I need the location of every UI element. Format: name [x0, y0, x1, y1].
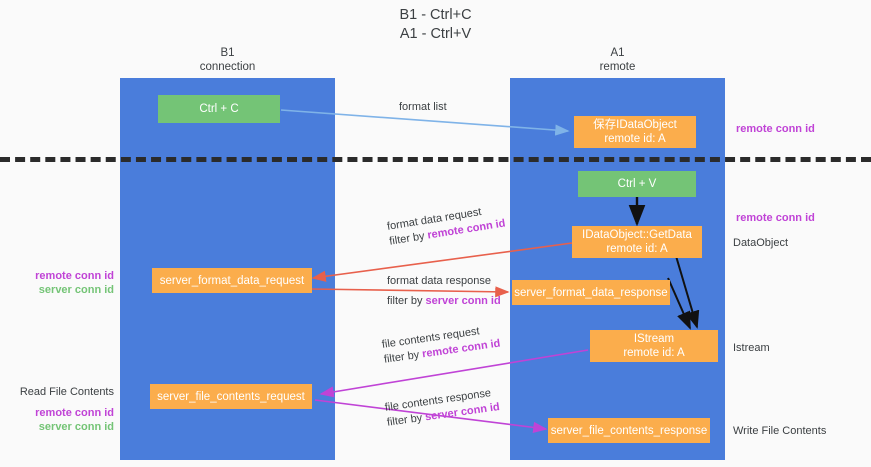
box-server-format-data-response-label: server_format_data_response	[514, 286, 668, 299]
diagram-title: B1 - Ctrl+C A1 - Ctrl+V	[0, 6, 871, 44]
box-server-format-data-request-label: server_format_data_request	[159, 274, 305, 287]
box-server-file-contents-response[interactable]: server_file_contents_response	[548, 418, 710, 443]
note-right-remote-conn-id-mid: remote conn id	[736, 211, 815, 225]
box-getdata-line1: IDataObject::GetData	[582, 229, 692, 241]
note-istream: Istream	[733, 341, 770, 355]
box-istream[interactable]: IStream remote id: A	[590, 330, 718, 362]
note-left-mid-server: server conn id	[38, 284, 114, 296]
note-write-file-contents-text: Write File Contents	[733, 425, 827, 437]
box-save-idataobject-line1: 保存IDataObject	[593, 119, 677, 131]
edge-label-file-contents-request: file contents request filter by remote c…	[381, 322, 501, 368]
box-istream-line2: remote id: A	[623, 347, 685, 359]
box-server-file-contents-request-label: server_file_contents_request	[157, 390, 305, 403]
box-save-idataobject[interactable]: 保存IDataObject remote id: A	[574, 116, 696, 148]
edge-label-fdres-line1: format data response	[387, 275, 491, 287]
box-server-format-data-request[interactable]: server_format_data_request	[152, 268, 312, 293]
lane-header-a1: A1 remote	[510, 46, 725, 74]
note-read-file-server: server conn id	[38, 421, 114, 433]
lane-a1-name: A1	[610, 47, 625, 59]
note-read-file-contents-heading: Read File Contents	[19, 386, 114, 398]
box-ctrl-c[interactable]: Ctrl + C	[158, 95, 280, 123]
box-idataobject-getdata[interactable]: IDataObject::GetData remote id: A	[572, 226, 702, 258]
box-server-file-contents-request[interactable]: server_file_contents_request	[150, 384, 312, 409]
edge-label-file-contents-response: file contents response filter by server …	[384, 385, 501, 431]
box-server-format-data-response[interactable]: server_format_data_response	[512, 280, 670, 305]
lane-header-b1: B1 connection	[120, 46, 335, 74]
lane-b1-name: B1	[220, 47, 235, 59]
note-dataobject: DataObject	[733, 236, 788, 250]
fcreq-filter-prefix: filter by	[383, 348, 424, 366]
title-line-2: A1 - Ctrl+V	[399, 26, 472, 42]
box-ctrl-v-label: Ctrl + V	[617, 178, 657, 190]
lane-b1-role: connection	[199, 61, 256, 73]
edge-label-format-list: format list	[399, 100, 447, 115]
box-getdata-line2: remote id: A	[606, 243, 668, 255]
note-right-remote-conn-id-top-text: remote conn id	[736, 123, 815, 135]
fdres-filter-key: server conn id	[425, 295, 501, 307]
note-right-remote-conn-id-mid-text: remote conn id	[736, 212, 815, 224]
edge-label-format-data-response: format data response filter by server co…	[387, 274, 501, 309]
box-istream-line1: IStream	[633, 333, 675, 345]
note-left-conn-ids-mid: remote conn id server conn id	[0, 269, 114, 297]
phase-divider	[0, 157, 871, 162]
title-line-1: B1 - Ctrl+C	[399, 7, 472, 23]
note-left-read-file-contents: Read File Contents remote conn id server…	[0, 385, 114, 434]
note-dataobject-text: DataObject	[733, 237, 789, 249]
edge-label-format-list-text: format list	[399, 101, 447, 113]
lane-a1-role: remote	[599, 61, 636, 73]
edge-label-format-data-request: format data request filter by remote con…	[386, 202, 507, 250]
note-left-mid-remote: remote conn id	[35, 270, 114, 282]
fdres-filter-prefix: filter by	[387, 295, 426, 307]
fcres-filter-prefix: filter by	[386, 411, 427, 429]
edge-label-fdres-filter: filter by server conn id	[387, 294, 501, 309]
box-ctrl-c-label: Ctrl + C	[199, 103, 239, 115]
box-server-file-contents-response-label: server_file_contents_response	[550, 424, 708, 437]
note-read-file-remote: remote conn id	[35, 407, 114, 419]
note-istream-text: Istream	[733, 342, 770, 354]
note-right-remote-conn-id-top: remote conn id	[736, 122, 815, 136]
box-save-idataobject-line2: remote id: A	[604, 133, 666, 145]
note-write-file-contents: Write File Contents	[733, 424, 826, 438]
box-ctrl-v[interactable]: Ctrl + V	[578, 171, 696, 197]
